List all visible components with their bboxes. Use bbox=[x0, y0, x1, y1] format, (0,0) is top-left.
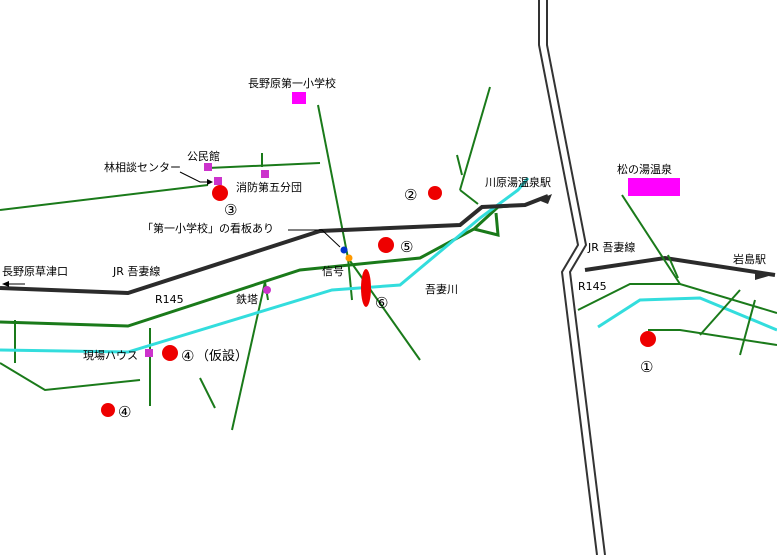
signal-label: 信号 bbox=[322, 265, 344, 278]
signboard-label: 「第一小学校」の看板あり bbox=[142, 221, 274, 235]
jr-line-east-label: JR 吾妻線 bbox=[587, 240, 635, 254]
kominkan-label: 公民館 bbox=[187, 149, 220, 163]
marker-4-dot bbox=[101, 403, 115, 417]
forestry-center-icon bbox=[214, 177, 222, 185]
kawarayu-station-label: 川原湯温泉駅 bbox=[485, 175, 551, 189]
roads-east bbox=[577, 194, 777, 356]
marker-4b-dot bbox=[162, 345, 178, 361]
tower-label: 鉄塔 bbox=[236, 292, 258, 306]
signboard-leader-line bbox=[288, 229, 341, 248]
matsunoyu-onsen-icon bbox=[628, 178, 680, 196]
kawarayu-station-icon bbox=[538, 194, 552, 204]
marker-5-dot bbox=[378, 237, 394, 253]
fire-station-label: 消防第五分団 bbox=[236, 180, 302, 194]
forestry-center-label: 林相談センター bbox=[104, 160, 181, 174]
railway-agatsuma-line bbox=[0, 194, 776, 296]
signboard-point-icon bbox=[340, 246, 348, 254]
signal-icon bbox=[345, 254, 353, 262]
marker-1-dot bbox=[640, 331, 656, 347]
matsunoyu-onsen-label: 松の湯温泉 bbox=[617, 162, 672, 176]
iwashima-station-label: 岩島駅 bbox=[733, 252, 766, 266]
naganohara-station-label: 長野原草津口 bbox=[2, 265, 68, 278]
site-house-icon bbox=[145, 349, 153, 357]
marker-6-dot bbox=[361, 269, 371, 307]
map-divider bbox=[538, 0, 606, 555]
marker-3-label: ③ bbox=[224, 201, 237, 219]
marker-4-label: ④ bbox=[118, 403, 131, 421]
kominkan-icon bbox=[204, 163, 212, 171]
forestry-leader-arrow-icon bbox=[207, 179, 213, 185]
r145-east-label: R145 bbox=[578, 280, 607, 293]
marker-4b-label: ④ bbox=[181, 347, 194, 365]
river-agatsuma bbox=[0, 177, 777, 354]
marker-2-label: ② bbox=[404, 186, 417, 204]
school-icon bbox=[292, 92, 306, 104]
forestry-leader-line bbox=[179, 171, 211, 183]
river-label: 吾妻川 bbox=[425, 283, 458, 296]
marker-4b-note: （仮設） bbox=[196, 348, 248, 364]
site-house-label: 現場ハウス bbox=[83, 349, 138, 362]
naganohara-arrow-icon bbox=[2, 281, 9, 287]
r145-west-label: R145 bbox=[155, 293, 184, 306]
marker-3-dot bbox=[212, 185, 228, 201]
marker-5-label: ⑤ bbox=[400, 238, 413, 256]
marker-2-dot bbox=[428, 186, 442, 200]
school-label: 長野原第一小学校 bbox=[248, 76, 336, 90]
fire-station-icon bbox=[261, 170, 269, 178]
marker-1-label: ① bbox=[640, 358, 653, 376]
marker-6-label: ⑥ bbox=[375, 294, 388, 312]
jr-line-west-label: JR 吾妻線 bbox=[112, 264, 160, 278]
tower-icon bbox=[263, 286, 271, 294]
iwashima-station-icon bbox=[755, 270, 772, 280]
